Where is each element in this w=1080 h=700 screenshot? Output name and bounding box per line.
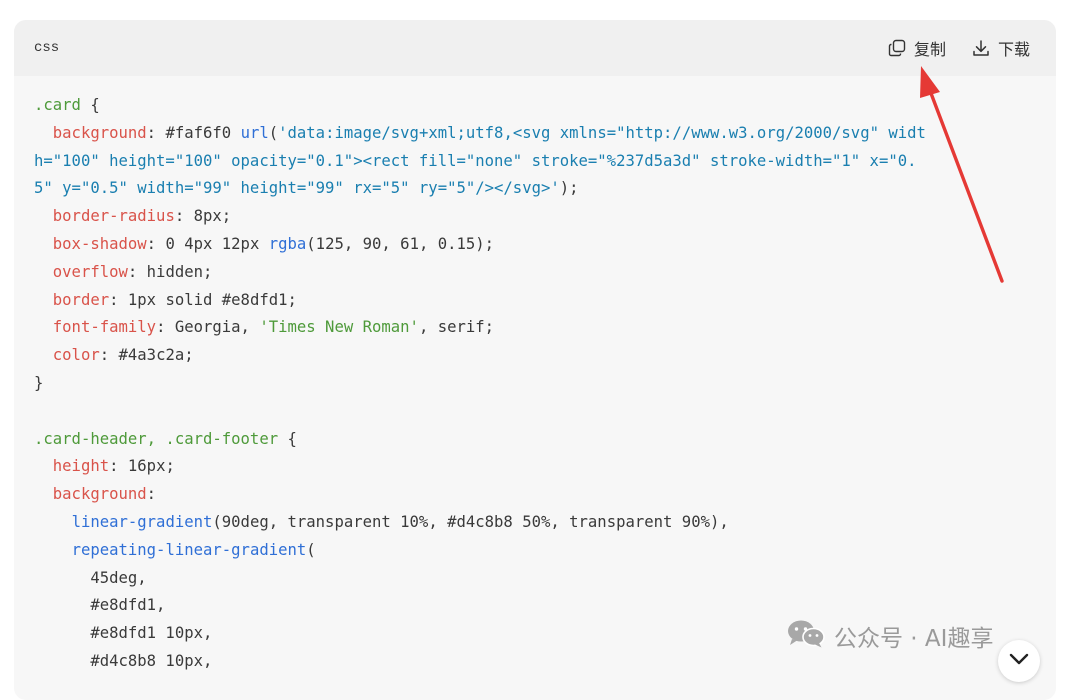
code-line: border: 1px solid #e8dfd1; xyxy=(34,287,1036,315)
language-label: css xyxy=(34,40,60,56)
code-token: linear-gradient xyxy=(71,512,213,531)
code-token: #d4c8b8 10px, xyxy=(34,651,213,670)
code-token: { xyxy=(278,429,297,448)
download-button[interactable]: 下载 xyxy=(972,36,1030,60)
code-block-header: css 复制 下载 xyxy=(14,20,1056,76)
code-token: : xyxy=(146,485,157,504)
code-token xyxy=(34,513,72,531)
code-token: 45deg, xyxy=(34,568,147,587)
code-line: font-family: Georgia, 'Times New Roman',… xyxy=(34,314,1036,342)
download-icon xyxy=(972,39,990,57)
code-token: background xyxy=(52,485,147,504)
code-block: css 复制 下载 xyxy=(14,20,1056,700)
code-token xyxy=(34,541,72,559)
code-token xyxy=(34,457,53,475)
code-token: : #4a3c2a; xyxy=(99,346,194,365)
code-token: : Georgia, xyxy=(156,318,260,337)
code-token: overflow xyxy=(52,262,128,281)
scroll-down-button[interactable] xyxy=(998,640,1040,682)
code-line: h="100" height="100" opacity="0.1"><rect… xyxy=(34,148,1036,176)
code-token xyxy=(34,124,53,142)
code-token: 'Times New Roman' xyxy=(259,318,419,337)
code-line: height: 16px; xyxy=(34,453,1036,481)
code-line: #e8dfd1, xyxy=(34,592,1036,620)
code-token xyxy=(34,235,53,253)
code-line: box-shadow: 0 4px 12px rgba(125, 90, 61,… xyxy=(34,231,1036,259)
code-token: (90deg, transparent 10%, #d4c8b8 50%, tr… xyxy=(212,512,729,531)
code-line: .card-header, .card-footer { xyxy=(34,426,1036,454)
code-token: url xyxy=(240,123,269,142)
download-label: 下载 xyxy=(997,40,1030,59)
copy-icon xyxy=(888,39,906,57)
code-token: { xyxy=(80,96,100,114)
code-line: linear-gradient(90deg, transparent 10%, … xyxy=(34,509,1036,537)
code-token: 5" y="0.5" width="99" height="99" rx="5"… xyxy=(34,179,560,198)
code-token: ( xyxy=(268,123,279,142)
code-token: , serif; xyxy=(418,318,495,337)
code-token: repeating-linear-gradient xyxy=(71,540,307,559)
code-token: color xyxy=(52,346,100,365)
code-token: } xyxy=(34,373,44,392)
code-line: 45deg, xyxy=(34,565,1036,593)
code-token: border-radius xyxy=(52,207,175,226)
code-line: repeating-linear-gradient( xyxy=(34,537,1036,565)
code-token: #e8dfd1, xyxy=(34,596,166,615)
code-actions: 复制 下载 xyxy=(888,36,1030,60)
code-token: height xyxy=(52,457,110,476)
code-line: } xyxy=(34,370,1036,398)
code-token: : 8px; xyxy=(174,207,232,226)
code-token xyxy=(34,263,53,281)
code-token: : 16px; xyxy=(109,457,175,476)
code-token: (125, 90, 61, 0.15); xyxy=(306,234,495,253)
code-token xyxy=(34,318,53,336)
code-token: : hidden; xyxy=(127,262,213,281)
code-token: 'data:image/svg+xml;utf8,<svg xmlns="htt… xyxy=(278,123,926,142)
chevron-down-icon xyxy=(1009,652,1029,670)
code-token xyxy=(34,346,53,364)
code-line: .card { xyxy=(34,92,1036,120)
code-line: border-radius: 8px; xyxy=(34,203,1036,231)
code-token: #e8dfd1 10px, xyxy=(34,624,213,643)
code-token: border xyxy=(52,290,110,309)
code-token: background xyxy=(52,123,147,142)
code-token: .card xyxy=(34,96,81,114)
code-token: : 1px solid #e8dfd1; xyxy=(109,290,297,309)
code-token: : #faf6f0 xyxy=(146,123,241,142)
code-token: font-family xyxy=(52,318,157,337)
copy-button[interactable]: 复制 xyxy=(888,36,946,60)
code-token: rgba xyxy=(268,234,307,253)
code-token: ); xyxy=(559,179,579,198)
code-content[interactable]: .card { background: #faf6f0 url('data:im… xyxy=(14,76,1056,676)
code-line xyxy=(34,398,1036,426)
code-token: .card-header, .card-footer xyxy=(34,429,279,448)
code-line: #d4c8b8 10px, xyxy=(34,648,1036,676)
watermark-text: 公众号 · AI趣享 xyxy=(834,626,994,652)
code-line: background: xyxy=(34,481,1036,509)
code-token xyxy=(34,207,53,225)
wechat-icon xyxy=(786,618,826,654)
code-line: #e8dfd1 10px, xyxy=(34,620,1036,648)
code-token: box-shadow xyxy=(52,234,147,253)
code-line: color: #4a3c2a; xyxy=(34,342,1036,370)
code-token: ( xyxy=(306,540,316,559)
code-token xyxy=(34,291,53,309)
code-token xyxy=(34,485,53,503)
code-line: 5" y="0.5" width="99" height="99" rx="5"… xyxy=(34,175,1036,203)
code-line: overflow: hidden; xyxy=(34,259,1036,287)
copy-label: 复制 xyxy=(913,40,946,59)
code-token: : 0 4px 12px xyxy=(146,234,269,253)
code-line: background: #faf6f0 url('data:image/svg+… xyxy=(34,120,1036,148)
watermark: 公众号 · AI趣享 xyxy=(786,618,993,654)
code-token: h="100" height="100" opacity="0.1"><rect… xyxy=(34,151,917,170)
